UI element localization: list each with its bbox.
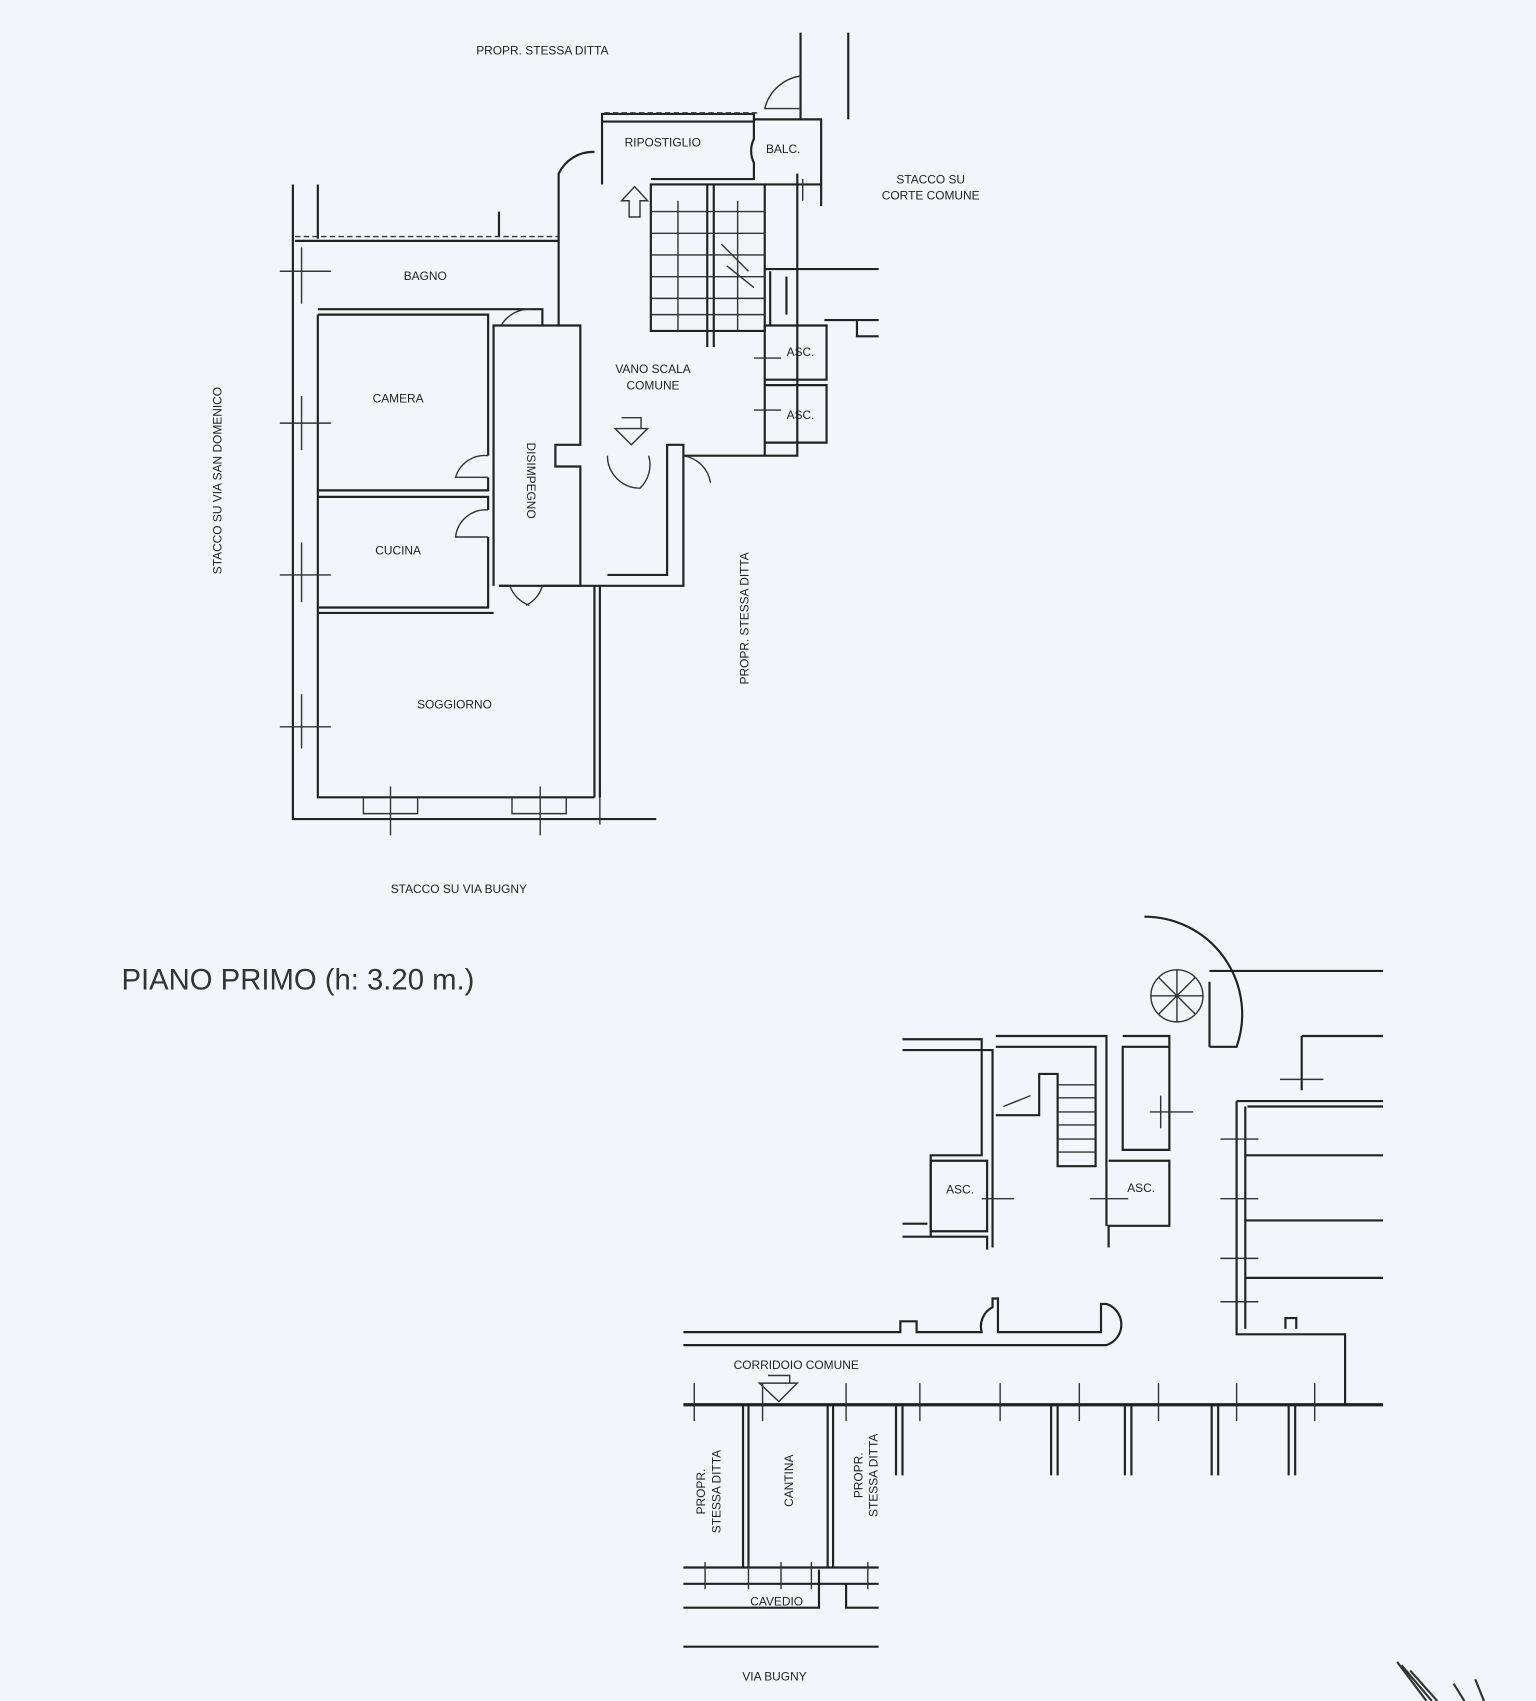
right-neighbor-line1: PROPR. bbox=[851, 1452, 865, 1498]
kitchen-label: CUCINA bbox=[375, 543, 421, 557]
lower-elevator-label-1: ASC. bbox=[946, 1182, 974, 1196]
left-street-note: STACCO SU VIA SAN DOMENICO bbox=[210, 387, 224, 574]
top-neighbor-label: PROPR. STESSA DITTA bbox=[476, 43, 608, 57]
street-label: VIA BUGNY bbox=[742, 1669, 806, 1683]
signature-mark bbox=[1396, 1661, 1485, 1701]
bathroom-label: BAGNO bbox=[404, 269, 447, 283]
upper-plan-walls bbox=[279, 32, 879, 836]
east-neighbor-label: PROPR. STESSA DITTA bbox=[737, 552, 751, 684]
hallway-label: DISIMPEGNO bbox=[524, 443, 538, 519]
courtyard-label: CAVEDIO bbox=[750, 1594, 803, 1608]
ripostiglio-label: RIPOSTIGLIO bbox=[625, 136, 701, 150]
lower-plan-labels: ASC. ASC. CORRIDOIO COMUNE PROPR. STESSA… bbox=[694, 1181, 1155, 1683]
lower-plan-walls bbox=[683, 915, 1384, 1648]
corridor-label: CORRIDOIO COMUNE bbox=[734, 1358, 859, 1372]
left-neighbor-line1: PROPR. bbox=[694, 1469, 708, 1515]
cellar-label: CANTINA bbox=[782, 1455, 796, 1507]
corte-note-line2: CORTE COMUNE bbox=[882, 189, 980, 203]
stairwell-label-2: COMUNE bbox=[627, 378, 680, 392]
upper-plan-labels: PROPR. STESSA DITTA RIPOSTIGLIO BALC. ST… bbox=[210, 43, 979, 896]
lower-elevator-label-2: ASC. bbox=[1127, 1181, 1155, 1195]
left-neighbor-line2: STESSA DITTA bbox=[709, 1450, 723, 1533]
floor-title: PIANO PRIMO (h: 3.20 m.) bbox=[121, 963, 474, 996]
elevator-label-1: ASC. bbox=[787, 345, 815, 359]
bottom-street-note: STACCO SU VIA BUGNY bbox=[391, 882, 527, 896]
elevator-label-2: ASC. bbox=[787, 408, 815, 422]
stairwell-label-1: VANO SCALA bbox=[615, 362, 690, 376]
bedroom-label: CAMERA bbox=[373, 392, 424, 406]
living-room-label: SOGGIORNO bbox=[417, 697, 492, 711]
balcony-label: BALC. bbox=[766, 142, 800, 156]
corte-note-line1: STACCO SU bbox=[896, 172, 965, 186]
right-neighbor-line2: STESSA DITTA bbox=[867, 1434, 881, 1517]
